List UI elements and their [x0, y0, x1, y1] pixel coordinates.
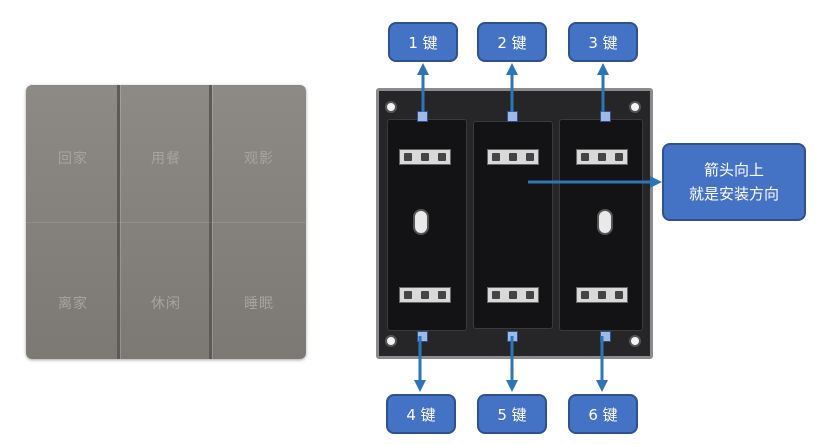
front-key-label-4: 离家	[58, 296, 88, 312]
front-key-label-6: 睡眠	[244, 296, 274, 312]
screw-hole	[385, 335, 397, 347]
key-indicator-3	[600, 111, 611, 122]
install-direction-note: 箭头向上 就是安装方向	[662, 143, 806, 221]
row-divider	[26, 222, 306, 223]
terminal-block	[399, 149, 451, 165]
terminal-block	[487, 287, 539, 303]
callout-key-1: 1 键	[388, 22, 458, 62]
screw-hole	[629, 101, 641, 113]
front-key-label-2: 用餐	[151, 151, 181, 167]
callout-key-3: 3 键	[568, 22, 638, 62]
terminal-block	[576, 149, 628, 165]
front-key-label-1: 回家	[58, 151, 88, 167]
front-key-label-3: 观影	[244, 151, 274, 167]
back-panel	[376, 88, 653, 359]
key-divider	[117, 85, 120, 359]
key-divider	[209, 85, 212, 359]
terminal-block	[576, 287, 628, 303]
callout-key-4: 4 键	[386, 394, 456, 434]
mounting-slot	[413, 209, 429, 235]
front-key-label-5: 休闲	[151, 296, 181, 312]
note-line-2: 就是安装方向	[688, 185, 779, 203]
callout-key-6: 6 键	[568, 394, 638, 434]
note-line-1: 箭头向上	[703, 161, 764, 179]
front-panel: 回家 用餐 观影 离家 休闲 睡眠	[26, 85, 306, 359]
callout-key-2: 2 键	[477, 22, 547, 62]
screw-hole	[385, 101, 397, 113]
terminal-block	[487, 149, 539, 165]
terminal-block	[399, 287, 451, 303]
screw-hole	[629, 335, 641, 347]
key-indicator-4	[417, 331, 428, 342]
callout-key-5: 5 键	[477, 394, 547, 434]
mounting-slot	[597, 209, 613, 235]
